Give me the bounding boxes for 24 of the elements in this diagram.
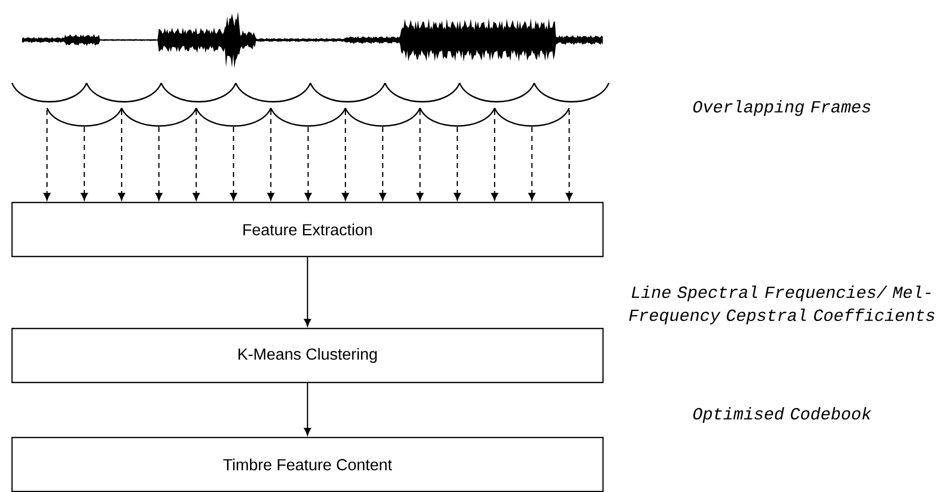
overlapping-frames-drawing	[11, 82, 610, 127]
arrow	[230, 127, 237, 200]
arrow	[267, 110, 274, 200]
arrow	[118, 110, 126, 200]
arrow	[155, 127, 162, 200]
arrow	[379, 127, 386, 200]
process-box: Feature Extraction	[11, 202, 604, 258]
process-box: Timbre Feature Content	[11, 436, 604, 492]
annotation: Overlapping Frames	[693, 100, 870, 116]
arrow	[416, 110, 424, 200]
arrow	[342, 110, 349, 200]
arrow	[304, 383, 311, 436]
arrow	[566, 110, 573, 200]
arrow	[454, 127, 461, 200]
annotation: Optimised Codebook	[693, 407, 872, 423]
arrow	[491, 110, 498, 200]
arrow	[304, 257, 311, 326]
arrow	[44, 110, 50, 200]
process-box: K-Means Clustering	[11, 328, 604, 384]
annotation: Line Spectral Frequencies/ Mel-Frequency Cepstral Coefficients	[629, 286, 934, 324]
arrow	[80, 127, 88, 200]
arrow	[528, 127, 536, 200]
arrow	[192, 110, 200, 200]
arrow	[304, 127, 312, 200]
